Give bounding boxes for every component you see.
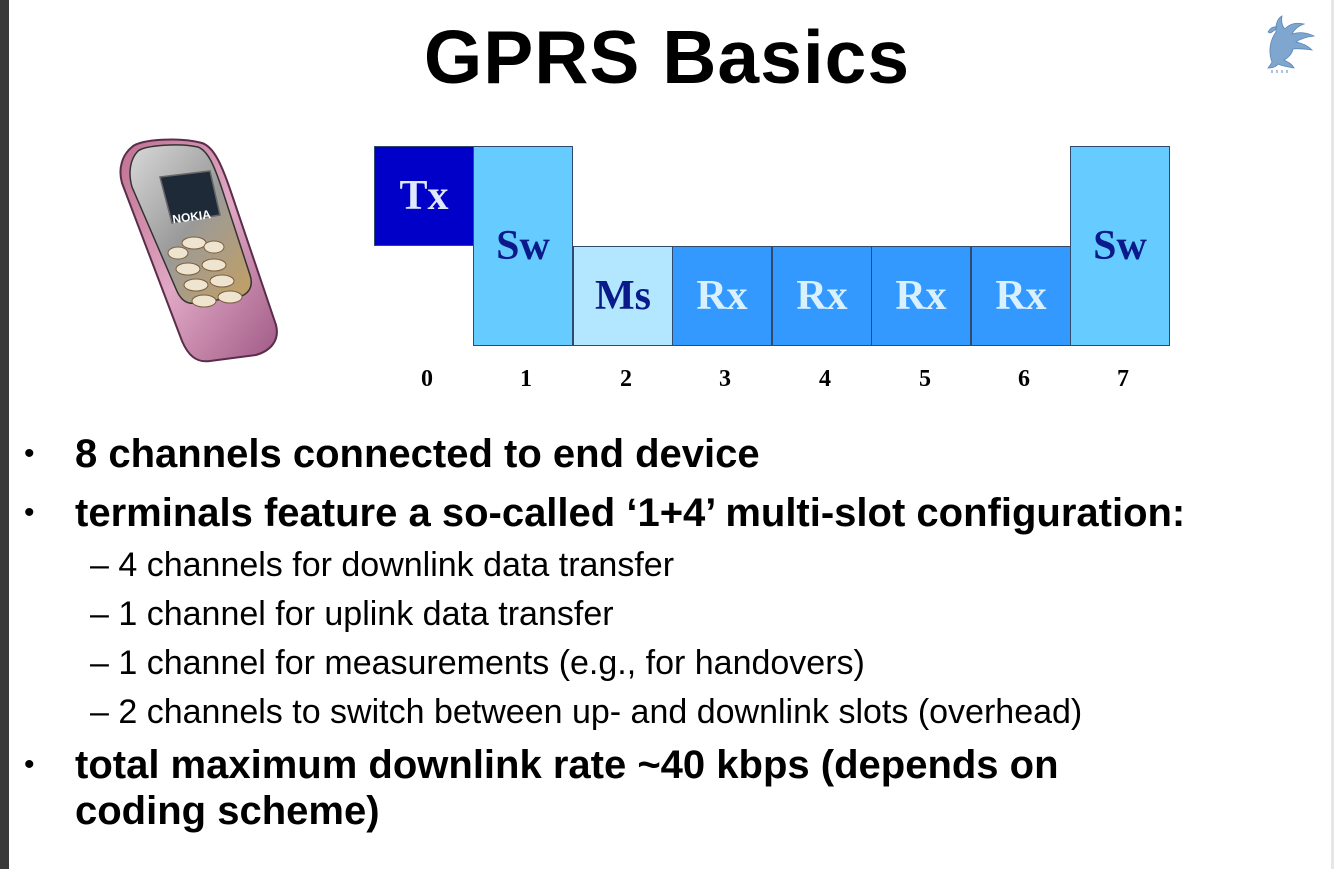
slot-7-sw: Sw: [1070, 146, 1170, 346]
bullet-3-line-2: coding scheme): [75, 789, 380, 834]
slot-6-label: Rx: [995, 272, 1046, 320]
slot-6-rx: Rx: [971, 246, 1071, 346]
slot-2-ms: Ms: [573, 246, 673, 346]
slot-3-rx: Rx: [672, 246, 772, 346]
slot-0-label: Tx: [399, 172, 448, 220]
slot-4-label: Rx: [796, 272, 847, 320]
slot-index-6: 6: [974, 366, 1074, 393]
slot-1-sw: Sw: [473, 146, 573, 346]
bullet-2-text: terminals feature a so-called ‘1+4’ mult…: [75, 491, 1185, 536]
sub-bullet-2: – 1 channel for uplink data transfer: [90, 595, 614, 634]
bullet-1-text: 8 channels connected to end device: [75, 432, 760, 477]
sub-bullet-3: – 1 channel for measurements (e.g., for …: [90, 644, 865, 683]
slot-index-5: 5: [875, 366, 975, 393]
slot-index-0: 0: [377, 366, 477, 393]
slot-7-label: Sw: [1093, 222, 1147, 270]
slot-5-rx: Rx: [871, 246, 971, 346]
slot-0-tx: Tx: [374, 146, 474, 246]
slot-index-3: 3: [675, 366, 775, 393]
bullet-dot-3: •: [24, 748, 35, 782]
slot-index-4: 4: [775, 366, 875, 393]
slot-index-7: 7: [1073, 366, 1173, 393]
slot-3-label: Rx: [696, 272, 747, 320]
tdma-frame-diagram: Tx Sw Ms Rx Rx Rx Rx Sw 0 1 2 3 4 5 6 7: [0, 0, 1334, 420]
bullet-dot-2: •: [24, 496, 35, 530]
slot-4-rx: Rx: [772, 246, 872, 346]
bullet-3-line-1: total maximum downlink rate ~40 kbps (de…: [75, 743, 1059, 788]
bullet-dot-1: •: [24, 437, 35, 471]
slot-5-label: Rx: [895, 272, 946, 320]
sub-bullet-4: – 2 channels to switch between up- and d…: [90, 693, 1082, 732]
slot-1-label: Sw: [496, 222, 550, 270]
sub-bullet-1: – 4 channels for downlink data transfer: [90, 546, 674, 585]
slot-index-1: 1: [476, 366, 576, 393]
slot-index-2: 2: [576, 366, 676, 393]
slot-2-label: Ms: [595, 272, 651, 320]
